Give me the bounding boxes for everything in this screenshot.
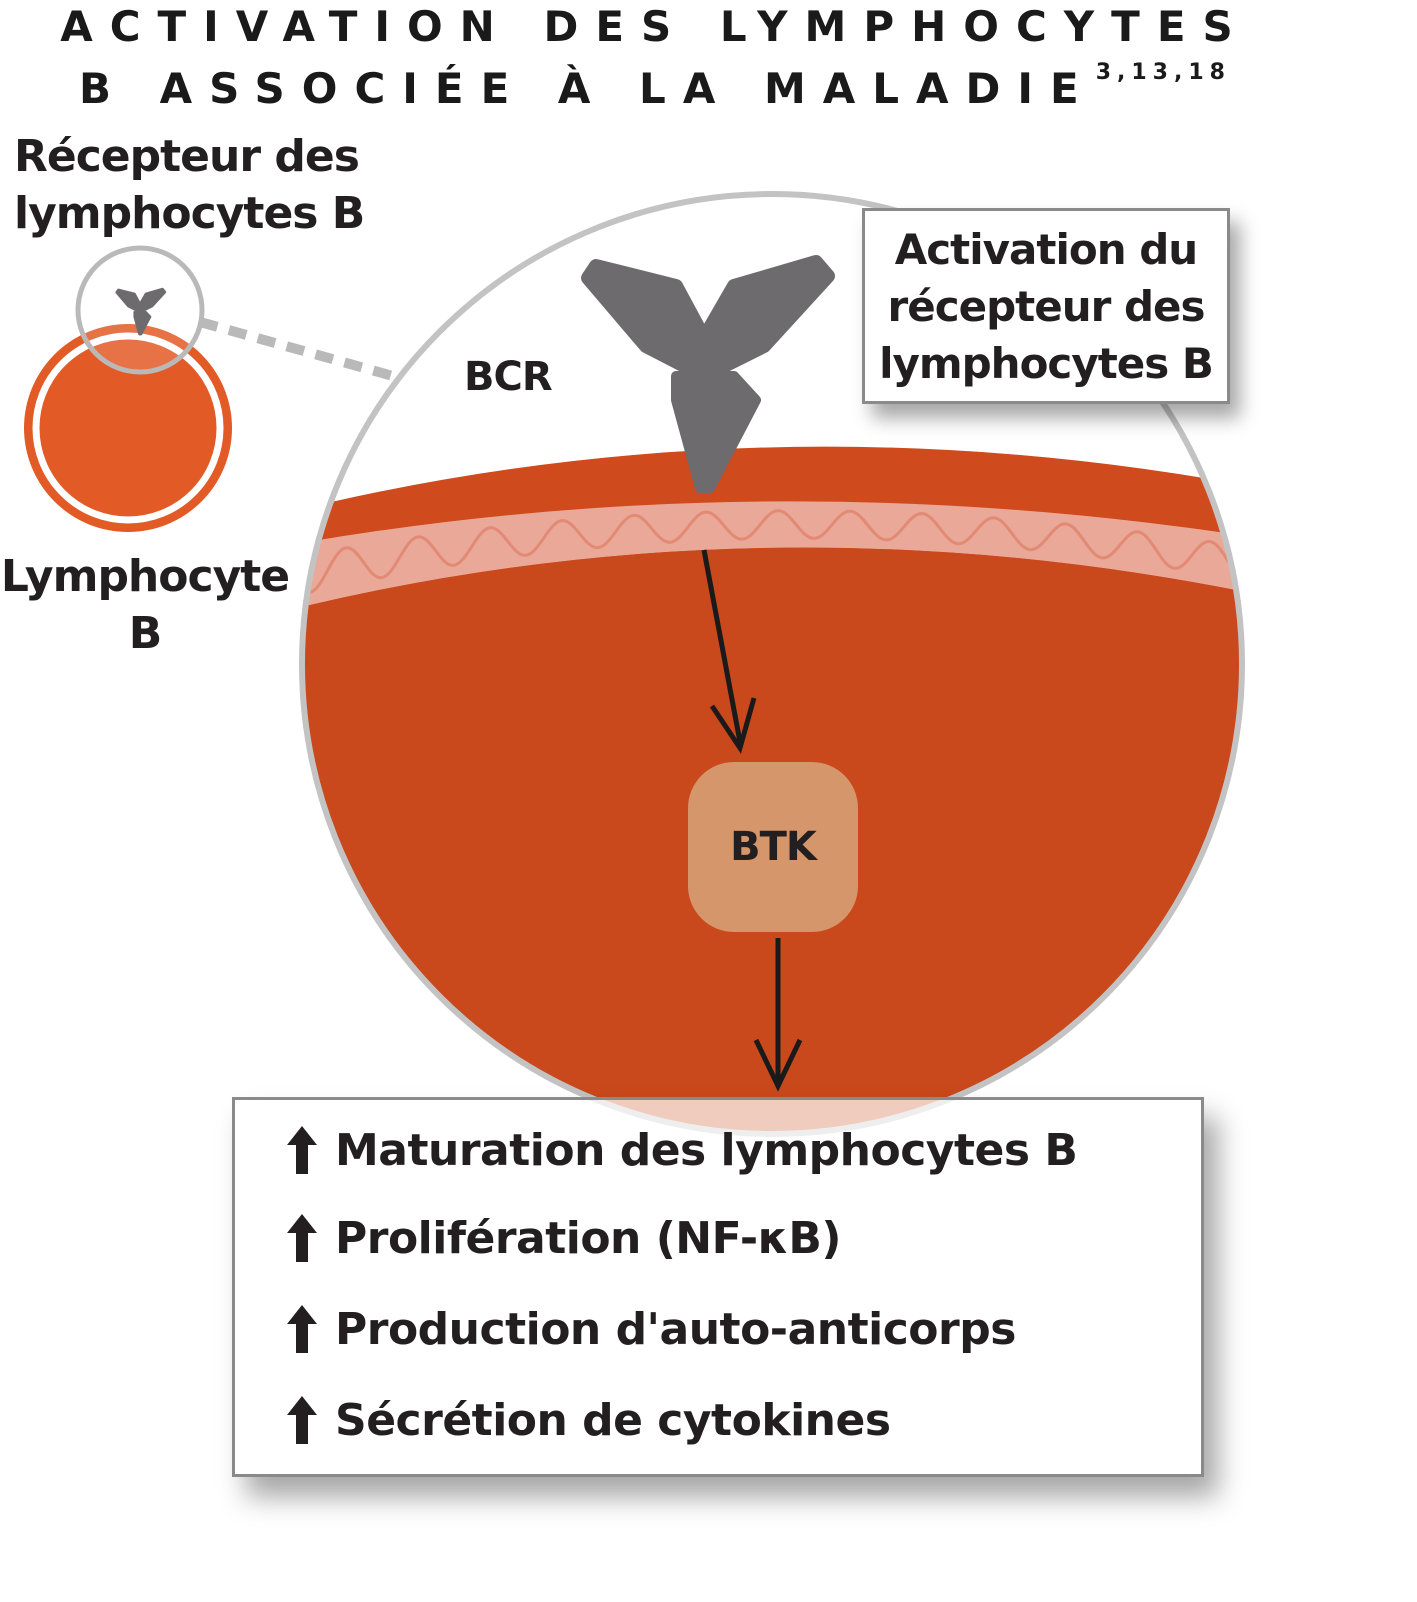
bcr-label: BCR <box>464 354 553 400</box>
up-arrow-icon <box>287 1126 317 1174</box>
receptor-label-line-2: lymphocytes B <box>14 188 365 239</box>
activation-callout-box: Activation du récepteur des lymphocytes … <box>862 208 1230 404</box>
small-lymphocyte-b <box>24 324 232 532</box>
lymphocyte-label-line-2: B <box>128 608 163 659</box>
arrow-btk-to-effects <box>753 938 803 1092</box>
effect-item: Production d'auto-anticorps <box>285 1299 1016 1359</box>
lymphocyte-label-line-1: Lymphocyte <box>0 551 290 602</box>
zoom-connector-line <box>198 317 402 383</box>
membrane-wave <box>302 509 1242 612</box>
arrow-bcr-to-btk <box>701 549 757 754</box>
effect-text: Sécrétion de cytokines <box>335 1394 891 1446</box>
btk-label: BTK <box>730 824 817 870</box>
btk-node <box>688 762 858 932</box>
activation-line-3: lymphocytes B <box>879 339 1214 388</box>
up-arrow-icon <box>287 1214 317 1262</box>
small-receptor-icon <box>115 287 167 336</box>
receptor-label: Récepteur des lymphocytes B <box>14 128 365 242</box>
up-arrow-icon <box>287 1305 317 1353</box>
page-title-line-1: ACTIVATION DES LYMPHOCYTES <box>0 2 1310 51</box>
effect-text: Prolifération (NF-κB) <box>335 1212 842 1264</box>
activation-callout-text: Activation du récepteur des lymphocytes … <box>865 221 1227 392</box>
activation-line-2: récepteur des <box>887 282 1206 331</box>
effect-item: Maturation des lymphocytes B <box>285 1120 1078 1180</box>
effects-box: Maturation des lymphocytes B Proliférati… <box>232 1097 1204 1477</box>
receptor-label-line-1: Récepteur des <box>14 131 360 182</box>
effect-item: Sécrétion de cytokines <box>285 1390 891 1450</box>
effect-text: Production d'auto-anticorps <box>335 1303 1016 1355</box>
up-arrow-icon <box>287 1396 317 1444</box>
lymphocyte-label: Lymphocyte B <box>0 548 290 662</box>
title-text-1: ACTIVATION DES LYMPHOCYTES <box>60 2 1250 51</box>
cell-membrane <box>302 501 1242 628</box>
page-title-line-2: B ASSOCIÉE À LA MALADIE3,13,18 <box>0 60 1310 113</box>
effect-item: Prolifération (NF-κB) <box>285 1208 842 1268</box>
effect-text: Maturation des lymphocytes B <box>335 1124 1078 1176</box>
title-references: 3,13,18 <box>1095 60 1231 85</box>
activation-line-1: Activation du <box>894 225 1198 274</box>
bcr-receptor-icon <box>581 255 835 493</box>
title-text-2: B ASSOCIÉE À LA MALADIE <box>79 64 1096 113</box>
